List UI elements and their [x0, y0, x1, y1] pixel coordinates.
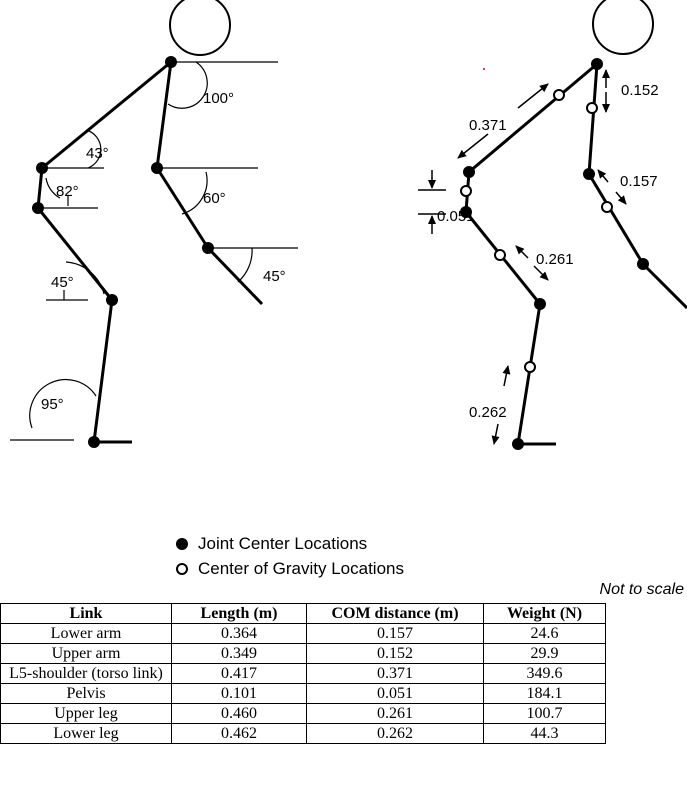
elbow-angle-label: 43°	[86, 145, 109, 162]
joint-marker	[151, 162, 163, 174]
filled-circle-icon	[176, 537, 188, 550]
knee-angle-label-right: 45°	[263, 268, 286, 285]
scale-note: Not to scale	[599, 581, 684, 598]
table-header-row: Link Length (m) COM distance (m) Weight …	[0, 603, 606, 624]
legend: Joint Center Locations Center of Gravity…	[172, 531, 404, 581]
column-header: Link	[0, 603, 172, 624]
joint-marker	[637, 258, 649, 270]
arrow	[533, 265, 549, 281]
joint-marker	[165, 56, 177, 68]
right-stick-figure	[418, 0, 687, 450]
left-figure-reference-lines	[10, 61, 298, 441]
com-cell: 0.371	[306, 663, 484, 684]
head	[592, 0, 654, 55]
right-figure-joints	[460, 58, 649, 450]
table-row: Upper arm 0.349 0.152 29.9	[0, 643, 606, 664]
left-figure-angle-arcs	[29, 61, 253, 429]
joint-marker	[512, 438, 524, 450]
table-row: Lower arm 0.364 0.157 24.6	[0, 623, 606, 644]
link-properties-table: Link Length (m) COM distance (m) Weight …	[0, 603, 606, 744]
cog-marker	[601, 201, 613, 213]
lower-arm-com-label: 0.157	[620, 173, 658, 190]
wrist-angle-label: 82°	[56, 183, 79, 200]
left-stick-figure	[10, 0, 298, 448]
arrow	[457, 133, 489, 159]
biomechanics-diagram: 100° 43° 82° 60° 45° 45° 95°	[10, 0, 687, 450]
arrow	[502, 365, 511, 387]
joint-marker	[32, 202, 44, 214]
length-cell: 0.462	[171, 723, 307, 744]
cog-marker	[586, 102, 598, 114]
length-cell: 0.101	[171, 683, 307, 704]
torso-com-label: 0.371	[469, 117, 507, 134]
weight-cell: 184.1	[483, 683, 606, 704]
pelvis-com-label: 0.051	[437, 208, 475, 225]
shoulder-angle-label: 100°	[203, 90, 234, 107]
right-figure-dimension-arrows	[418, 69, 627, 445]
weight-cell: 24.6	[483, 623, 606, 644]
joint-marker	[534, 298, 546, 310]
com-cell: 0.261	[306, 703, 484, 724]
com-cell: 0.157	[306, 623, 484, 644]
arrow	[515, 245, 529, 259]
weight-cell: 29.9	[483, 643, 606, 664]
legend-item-joint: Joint Center Locations	[172, 531, 404, 556]
link-cell: Pelvis	[0, 683, 172, 704]
ankle-angle-label: 95°	[41, 396, 64, 413]
weight-cell: 349.6	[483, 663, 606, 684]
joint-marker	[106, 294, 118, 306]
length-cell: 0.364	[171, 623, 307, 644]
link-cell: Lower leg	[0, 723, 172, 744]
joint-marker	[460, 206, 472, 218]
cog-marker	[494, 249, 506, 261]
column-header: Length (m)	[171, 603, 307, 624]
length-cell: 0.460	[171, 703, 307, 724]
left-figure-joints	[32, 56, 214, 448]
table-row: Upper leg 0.460 0.261 100.7	[0, 703, 606, 724]
joint-marker	[591, 58, 603, 70]
table-row: L5-shoulder (torso link) 0.417 0.371 349…	[0, 663, 606, 684]
column-header: COM distance (m)	[306, 603, 484, 624]
cog-marker	[460, 185, 472, 197]
joint-marker	[88, 436, 100, 448]
joint-marker	[36, 162, 48, 174]
legend-item-cog: Center of Gravity Locations	[172, 556, 404, 581]
lower-leg-com-label: 0.262	[469, 404, 507, 421]
arrow	[615, 191, 627, 205]
cog-marker	[524, 361, 536, 373]
arrow	[597, 169, 609, 183]
hip-angle-label: 60°	[203, 190, 226, 207]
link-cell: Lower arm	[0, 623, 172, 644]
upper-leg-com-label: 0.261	[536, 251, 574, 268]
com-cell: 0.051	[306, 683, 484, 704]
left-figure-links	[36, 60, 264, 444]
arrow	[491, 423, 500, 445]
upper-arm-com-label: 0.152	[621, 82, 659, 99]
com-cell: 0.262	[306, 723, 484, 744]
weight-cell: 100.7	[483, 703, 606, 724]
column-header: Weight (N)	[483, 603, 606, 624]
table-row: Lower leg 0.462 0.262 44.3	[0, 723, 606, 744]
cog-marker	[553, 89, 565, 101]
hollow-circle-icon	[176, 562, 188, 575]
joint-marker	[202, 242, 214, 254]
arrow	[517, 83, 549, 109]
joint-marker	[583, 168, 595, 180]
table-row: Pelvis 0.101 0.051 184.1	[0, 683, 606, 704]
legend-joint-label: Joint Center Locations	[198, 533, 368, 553]
legend-cog-label: Center of Gravity Locations	[198, 558, 404, 578]
length-cell: 0.349	[171, 643, 307, 664]
head	[169, 0, 231, 56]
length-cell: 0.417	[171, 663, 307, 684]
link-cell: Upper arm	[0, 643, 172, 664]
right-figure-cog-markers	[460, 89, 613, 373]
red-speck	[483, 68, 485, 70]
link-cell: L5-shoulder (torso link)	[0, 663, 172, 684]
link-cell: Upper leg	[0, 703, 172, 724]
weight-cell: 44.3	[483, 723, 606, 744]
com-cell: 0.152	[306, 643, 484, 664]
knee-angle-label-left: 45°	[51, 274, 74, 291]
joint-marker	[463, 166, 475, 178]
